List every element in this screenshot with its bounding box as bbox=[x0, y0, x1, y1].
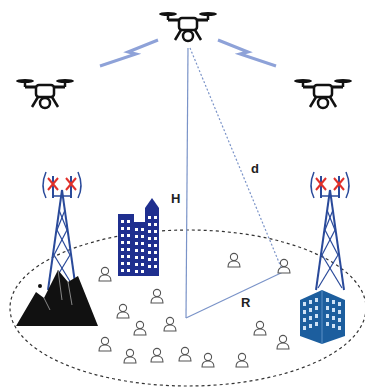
user bbox=[99, 267, 111, 281]
label-wrap: R bbox=[240, 296, 251, 309]
mountain bbox=[16, 270, 98, 326]
dimension-label: R bbox=[240, 296, 251, 309]
wireless-link bbox=[100, 40, 158, 66]
wireless-link bbox=[218, 40, 276, 66]
coverage-area bbox=[10, 230, 365, 386]
user bbox=[228, 253, 240, 267]
user bbox=[278, 259, 290, 273]
user bbox=[124, 349, 136, 363]
city-buildings bbox=[118, 198, 159, 276]
base-station bbox=[43, 172, 81, 290]
user bbox=[151, 289, 163, 303]
height-line bbox=[186, 48, 188, 318]
user bbox=[254, 321, 266, 335]
distance-line bbox=[190, 48, 283, 272]
dimension-label: d bbox=[250, 162, 260, 175]
uav bbox=[16, 79, 74, 108]
radius-line bbox=[186, 272, 283, 318]
user bbox=[202, 353, 214, 367]
user bbox=[179, 347, 191, 361]
user bbox=[151, 348, 163, 362]
dimension-label: H bbox=[170, 192, 181, 205]
office-building bbox=[300, 290, 345, 344]
label-wrap: H bbox=[170, 192, 181, 205]
uav bbox=[159, 12, 217, 41]
users bbox=[99, 253, 290, 367]
user bbox=[134, 321, 146, 335]
base-station bbox=[311, 172, 349, 290]
uav bbox=[294, 79, 352, 108]
user bbox=[164, 317, 176, 331]
user bbox=[99, 337, 111, 351]
user bbox=[117, 304, 129, 318]
user bbox=[236, 353, 248, 367]
user bbox=[277, 335, 289, 349]
label-wrap: d bbox=[250, 162, 260, 175]
